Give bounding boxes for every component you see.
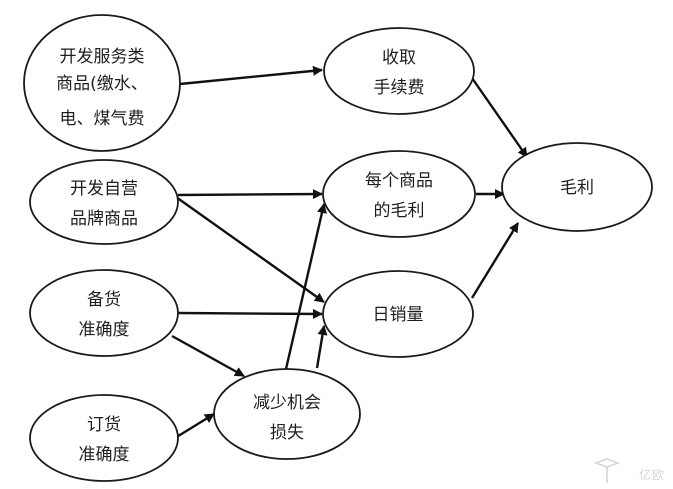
node-own-brand-line-2: 品牌商品 bbox=[70, 209, 138, 229]
node-service-products-line-3: 电、煤气费 bbox=[60, 109, 145, 129]
node-own-brand-line-1: 开发自营 bbox=[70, 179, 138, 199]
node-commission: 收取 手续费 bbox=[323, 27, 475, 115]
node-daily-sales: 日销量 bbox=[322, 270, 474, 358]
node-unit-margin-line-1: 每个商品 bbox=[365, 171, 433, 191]
edge-stock-to-dailysales bbox=[177, 308, 323, 319]
watermark-text: 亿欧 bbox=[638, 468, 665, 482]
edge-commission-to-gross bbox=[471, 77, 528, 158]
edge-ownbrand-to-dailysales bbox=[175, 196, 325, 303]
node-order-accuracy-line-1: 订货 bbox=[87, 415, 121, 435]
node-service-products-line-2: 商品(缴水、 bbox=[56, 74, 148, 94]
node-unit-margin-line-2: 的毛利 bbox=[374, 201, 425, 221]
node-opportunity-loss-line-2: 损失 bbox=[270, 423, 304, 443]
edge-stock-to-opportunity bbox=[171, 334, 245, 378]
node-service-products: 开发服务类 商品(缴水、 电、煤气费 bbox=[23, 14, 181, 152]
node-service-products-line-1: 开发服务类 bbox=[60, 47, 145, 67]
node-unit-margin: 每个商品 的毛利 bbox=[322, 150, 476, 238]
node-commission-line-2: 手续费 bbox=[374, 78, 425, 98]
node-stock-accuracy-line-2: 准确度 bbox=[79, 320, 130, 340]
node-opportunity-loss-line-1: 减少机会 bbox=[253, 393, 321, 413]
node-order-accuracy: 订货 准确度 bbox=[29, 394, 179, 482]
edge-service-to-commission bbox=[179, 65, 323, 86]
node-gross-profit: 毛利 bbox=[501, 142, 653, 232]
node-order-accuracy-line-2: 准确度 bbox=[79, 445, 130, 465]
node-commission-line-1: 收取 bbox=[382, 48, 416, 68]
node-opportunity-loss: 减少机会 损失 bbox=[213, 368, 361, 460]
watermark-logo-icon bbox=[593, 458, 621, 483]
node-daily-sales-line-1: 日销量 bbox=[373, 305, 424, 325]
node-gross-profit-line-1: 毛利 bbox=[560, 178, 594, 198]
node-stock-accuracy: 备货 准确度 bbox=[29, 269, 179, 357]
edge-ownbrand-to-unitmargin bbox=[177, 189, 323, 200]
edge-dailysales-to-gross bbox=[470, 222, 520, 299]
edge-order-to-opportunity bbox=[174, 412, 215, 440]
node-stock-accuracy-line-1: 备货 bbox=[87, 290, 121, 310]
edge-opportunity-to-unitmargin bbox=[284, 203, 327, 370]
node-own-brand: 开发自营 品牌商品 bbox=[29, 159, 179, 245]
edges bbox=[171, 65, 528, 440]
edge-opportunity-to-dailysales bbox=[315, 325, 328, 369]
